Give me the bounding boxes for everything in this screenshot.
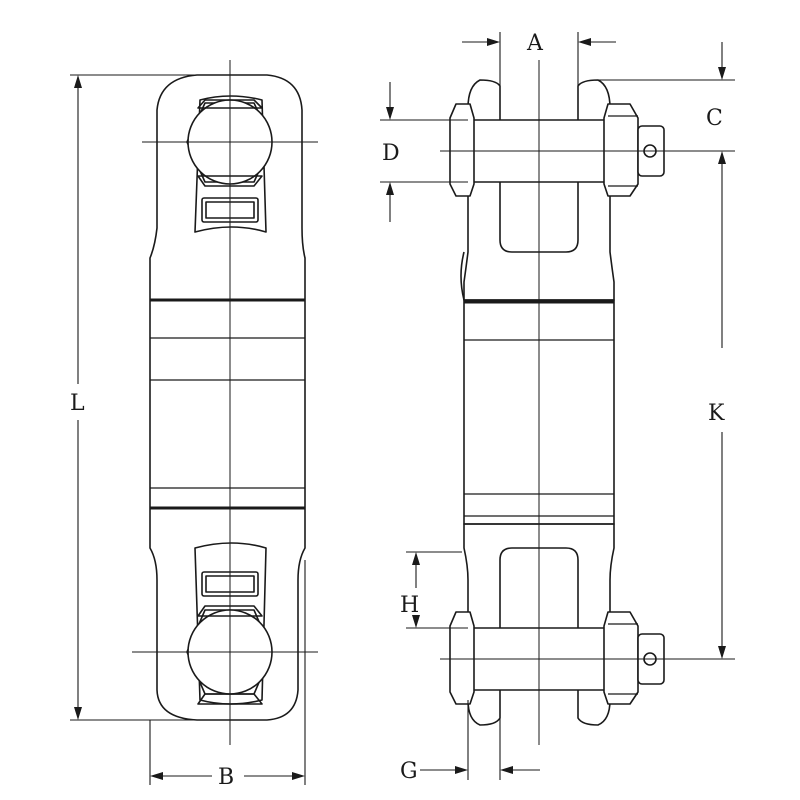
dimension-H: H (400, 551, 468, 629)
label-C: C (706, 106, 723, 131)
dimension-G: G (400, 700, 540, 784)
label-G: G (400, 759, 418, 784)
dimension-K: K (708, 151, 726, 659)
lower-side-bolt (449, 611, 665, 705)
label-H: H (400, 593, 419, 618)
upper-bolt-cap (197, 99, 263, 109)
label-K: K (708, 401, 725, 426)
upper-jaw-inner (194, 95, 267, 233)
upper-bolt-hex-left (449, 103, 475, 197)
front-view (132, 60, 318, 745)
lower-bolt-hex-left (449, 611, 475, 705)
label-L: L (70, 391, 85, 416)
upper-nut-hex-right (603, 103, 639, 197)
upper-bolt-foot (197, 175, 263, 187)
front-view-outline (149, 74, 306, 721)
upper-side-bolt (449, 103, 665, 197)
side-view (440, 60, 735, 745)
dimension-D: D (380, 82, 468, 222)
dimension-B: B (149, 560, 306, 790)
label-B: B (218, 765, 234, 790)
dimension-A: A (462, 31, 616, 86)
label-D: D (382, 141, 400, 166)
lower-jaw-inner (194, 542, 267, 705)
label-A: A (526, 31, 544, 56)
dimension-L: L (70, 74, 197, 721)
lower-nut-hex-right (603, 611, 639, 705)
dimension-C: C (598, 42, 735, 348)
